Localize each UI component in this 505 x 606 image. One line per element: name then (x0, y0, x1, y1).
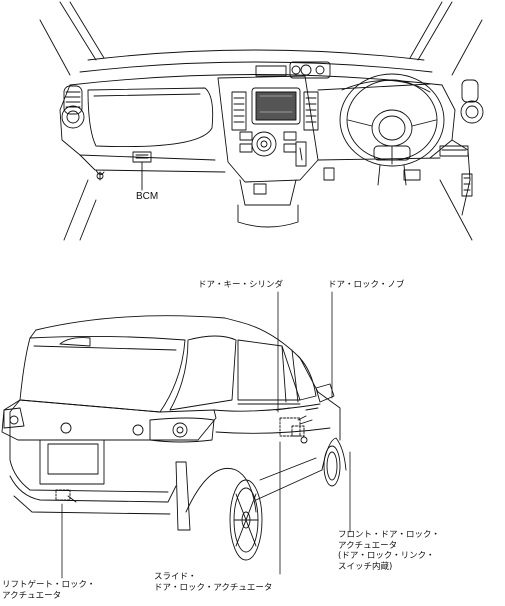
liftgate-actuator-line-2: アクチュエータ (2, 590, 62, 601)
front-actuator-line-3: (ドア・ロック・リンク・ (338, 551, 435, 561)
slide-actuator-line-2: ドア・ロック・アクチュエータ (154, 582, 273, 593)
slide-door-lock-actuator-label: スライド・ ドア・ロック・アクチュエータ (154, 572, 272, 593)
bcm-label: BCM (136, 191, 159, 202)
front-door-lock-actuator-label: フロント・ドア・ロック・ アクチュエータ (ドア・ロック・リンク・ スイッチ内蔵… (338, 530, 440, 572)
front-actuator-line-1: フロント・ドア・ロック・ (338, 530, 440, 540)
door-lock-knob-label: ドア・ロック・ノブ (328, 280, 405, 290)
slide-actuator-line-1: スライド・ (154, 572, 197, 582)
liftgate-actuator-line-1: リフトゲート・ロック・ (2, 580, 96, 590)
front-actuator-line-2: アクチュエータ (338, 540, 398, 551)
door-key-cylinder-label: ドア・キー・シリンダ (198, 280, 284, 290)
leader-lines (61, 291, 351, 579)
vehicle-illustration (1, 315, 347, 561)
front-actuator-line-4: スイッチ内蔵) (338, 561, 393, 572)
liftgate-lock-actuator-label: リフトゲート・ロック・ アクチュエータ (2, 580, 95, 601)
dashboard-illustration (39, 1, 484, 241)
